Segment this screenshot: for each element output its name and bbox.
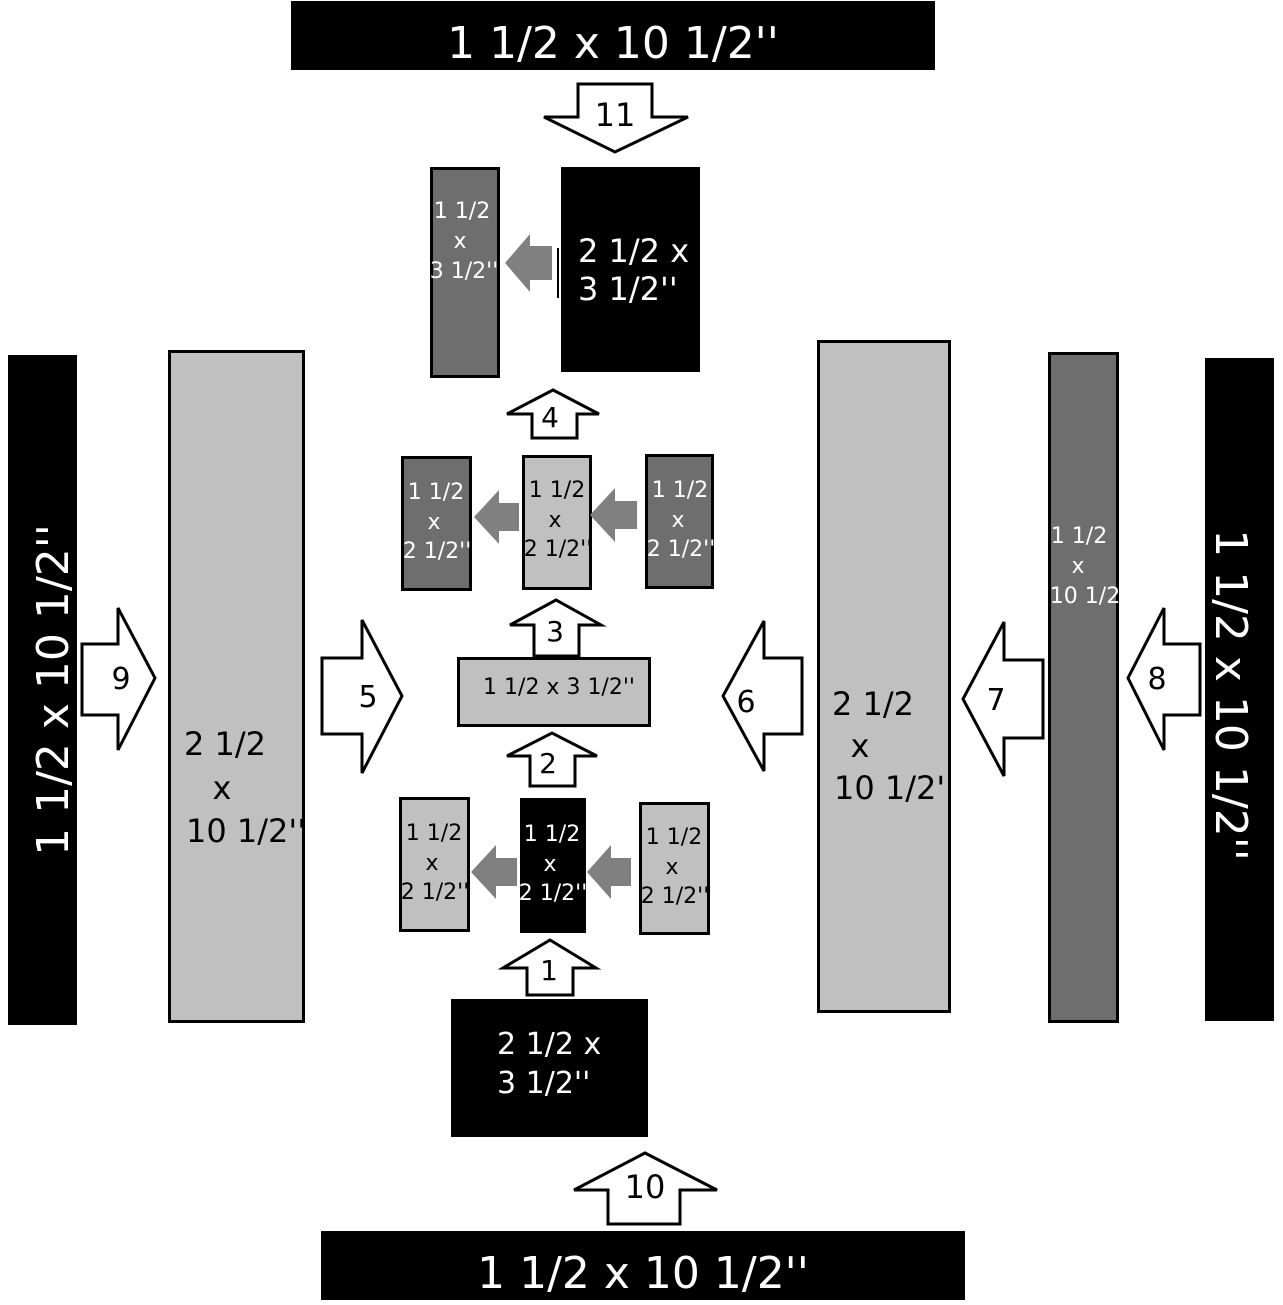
- bottom-block-label-2: 3 1/2'': [497, 1066, 590, 1101]
- row1-center-label-1: 1 1/2: [524, 822, 580, 847]
- step-number-4: 4: [541, 401, 559, 434]
- row1-right-label-1: 1 1/2: [646, 825, 702, 850]
- row3-center-piece: 1 1/2 x 2 1/2'': [522, 455, 593, 590]
- row3-center-label-3: 2 1/2'': [524, 537, 593, 562]
- step-arrow-9: 9: [80, 607, 157, 751]
- step-number-5: 5: [358, 680, 377, 715]
- step-arrow-11: 11: [543, 82, 689, 154]
- row3-left-label-1: 1 1/2: [408, 480, 464, 505]
- row3-right-label-3: 2 1/2'': [647, 537, 716, 562]
- step-number-2: 2: [539, 747, 557, 780]
- arrow-up-icon: [497, 938, 602, 997]
- bottom-border-piece: 1 1/2 x 10 1/2'': [321, 1231, 965, 1300]
- row3-right-label-2: x: [671, 508, 684, 533]
- right-strip-piece: 1 1/2 x 10 1/2: [1048, 352, 1120, 1023]
- top-border-piece: 1 1/2 x 10 1/2'': [291, 1, 935, 70]
- arrow-left-icon: [961, 621, 1045, 777]
- arrow-down-icon: [543, 82, 689, 154]
- step-arrow-4: 4: [506, 388, 600, 440]
- step-arrow-8: 8: [1126, 607, 1202, 751]
- right-strip-label-1: 1 1/2: [1051, 524, 1107, 549]
- arrow-up-icon: [573, 1151, 718, 1226]
- row3-right-label-1: 1 1/2: [652, 478, 708, 503]
- row3-left-label-3: 2 1/2'': [403, 539, 472, 564]
- top-block-label-1: 2 1/2 x: [578, 232, 689, 270]
- center-bar-label: 1 1/2 x 3 1/2'': [483, 675, 635, 700]
- row1-center-label-3: 2 1/2'': [519, 881, 588, 906]
- step-number-7: 7: [986, 683, 1005, 718]
- top-left-strip-label-3: 3 1/2'': [430, 259, 499, 284]
- right-border-piece: 1 1/2 x 10 1/2'': [1205, 358, 1274, 1021]
- step-arrow-3: 3: [509, 598, 607, 658]
- row3-left-piece: 1 1/2 x 2 1/2'': [401, 456, 472, 591]
- arrow-left-icon: [1126, 607, 1202, 751]
- step-arrow-5: 5: [320, 619, 404, 774]
- left-tall-piece: 2 1/2 x 10 1/2'': [168, 350, 306, 1023]
- step-number-6: 6: [736, 685, 755, 720]
- row1-left-label-2: x: [425, 851, 438, 876]
- left-tall-label-1: 2 1/2: [184, 725, 266, 763]
- right-tall-label-2: x: [851, 727, 870, 765]
- row3-center-label-2: x: [548, 508, 561, 533]
- arrow-left-icon: [590, 488, 637, 542]
- right-tall-label-1: 2 1/2: [832, 685, 914, 723]
- row1-right-label-3: 2 1/2'': [641, 884, 710, 909]
- arrow-up-icon: [506, 731, 598, 788]
- row1-left-label-1: 1 1/2: [406, 821, 462, 846]
- top-left-strip-piece: 1 1/2 x 3 1/2'': [430, 167, 500, 378]
- step-number-11: 11: [595, 96, 636, 134]
- step-number-8: 8: [1147, 662, 1166, 697]
- row3-right-piece: 1 1/2 x 2 1/2'': [645, 454, 716, 589]
- row1-center-piece: 1 1/2 x 2 1/2'': [519, 798, 588, 933]
- row1-left-label-3: 2 1/2'': [401, 880, 470, 905]
- arrow-right-icon: [320, 619, 404, 774]
- arrow-left-icon: [587, 845, 631, 899]
- arrow-up-icon: [509, 598, 607, 658]
- arrow-left-icon: [721, 620, 804, 772]
- bottom-border-label: 1 1/2 x 10 1/2'': [477, 1248, 809, 1299]
- arrow-up-icon: [506, 388, 600, 440]
- top-border-label: 1 1/2 x 10 1/2'': [447, 18, 779, 69]
- arrow-right-icon: [80, 607, 157, 751]
- row3-left-label-2: x: [427, 510, 440, 535]
- right-border-label: 1 1/2 x 10 1/2'': [1205, 529, 1256, 861]
- arrow-left-icon: [474, 490, 519, 544]
- row1-right-label-2: x: [665, 855, 678, 880]
- step-number-3: 3: [546, 615, 564, 648]
- arrow-left-icon: [505, 234, 552, 292]
- bottom-block-piece: 2 1/2 x 3 1/2'': [451, 999, 648, 1137]
- step-number-10: 10: [625, 1168, 666, 1206]
- row1-center-label-2: x: [543, 852, 556, 877]
- bottom-block-label-1: 2 1/2 x: [497, 1027, 601, 1062]
- left-border-label: 1 1/2 x 10 1/2'': [28, 524, 79, 856]
- row1-left-piece: 1 1/2 x 2 1/2'': [399, 797, 470, 932]
- step-number-9: 9: [111, 662, 130, 697]
- row3-center-label-1: 1 1/2: [529, 478, 585, 503]
- top-left-strip-label-2: x: [453, 229, 466, 254]
- top-left-strip-label-1: 1 1/2: [434, 199, 490, 224]
- step-arrow-7: 7: [961, 621, 1045, 777]
- step-arrow-10: 10: [573, 1151, 718, 1226]
- right-tall-piece: 2 1/2 x 10 1/2'': [817, 340, 954, 1013]
- top-block-label-2: 3 1/2'': [578, 270, 678, 308]
- top-block-piece: 2 1/2 x 3 1/2'': [561, 167, 700, 372]
- step-arrow-2: 2: [506, 731, 598, 788]
- step-arrow-6: 6: [721, 620, 804, 772]
- left-tall-label-2: x: [213, 769, 232, 807]
- step-arrow-1: 1: [497, 938, 602, 997]
- right-strip-label-3: 10 1/2: [1050, 584, 1120, 609]
- center-bar-piece: 1 1/2 x 3 1/2'': [457, 657, 651, 727]
- left-tall-label-3: 10 1/2'': [186, 812, 306, 850]
- right-strip-label-2: x: [1071, 554, 1084, 579]
- right-tall-label-3: 10 1/2'': [834, 769, 954, 807]
- left-border-piece: 1 1/2 x 10 1/2'': [8, 355, 79, 1025]
- row1-right-piece: 1 1/2 x 2 1/2'': [639, 802, 710, 935]
- step-number-1: 1: [540, 954, 558, 987]
- arrow-left-icon: [471, 845, 517, 899]
